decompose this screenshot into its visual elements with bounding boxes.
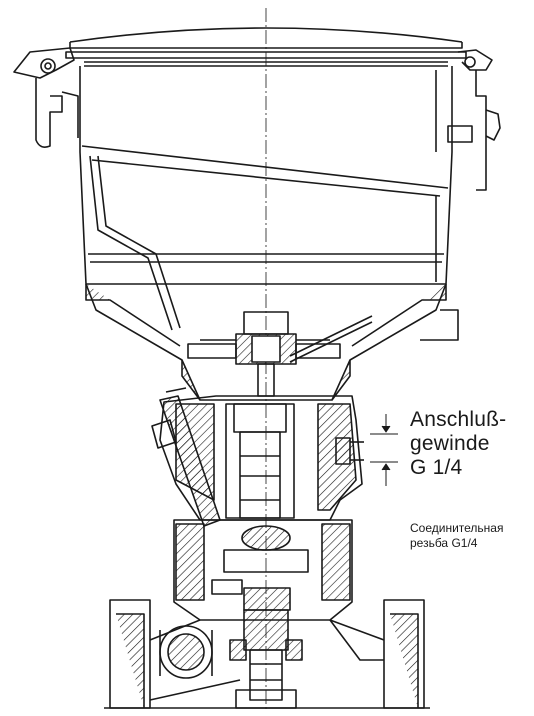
thread-label-de-line-1: Anschluß- [410, 408, 507, 431]
thread-label-russian: Соединительная резьба G1/4 [410, 521, 503, 551]
base [104, 599, 430, 709]
thread-label-ru-line-2: резьба G1/4 [410, 536, 478, 550]
dip-tube [89, 155, 181, 331]
thread-label-ru-line-1: Соединительная [410, 521, 504, 535]
thread-label-german: Anschluß- gewinde G 1/4 [410, 408, 506, 480]
valve-housing [173, 519, 353, 621]
ball-valve [159, 625, 213, 679]
right-clamp [447, 49, 501, 191]
funnel [85, 283, 459, 401]
thread-label-de-line-2: gewinde [410, 432, 490, 455]
thread-label-de-line-3: G 1/4 [410, 456, 463, 479]
plunger-head [187, 311, 341, 397]
left-clamp [13, 47, 79, 148]
bottom-bolt [229, 609, 303, 709]
connection-arrows [370, 414, 398, 486]
